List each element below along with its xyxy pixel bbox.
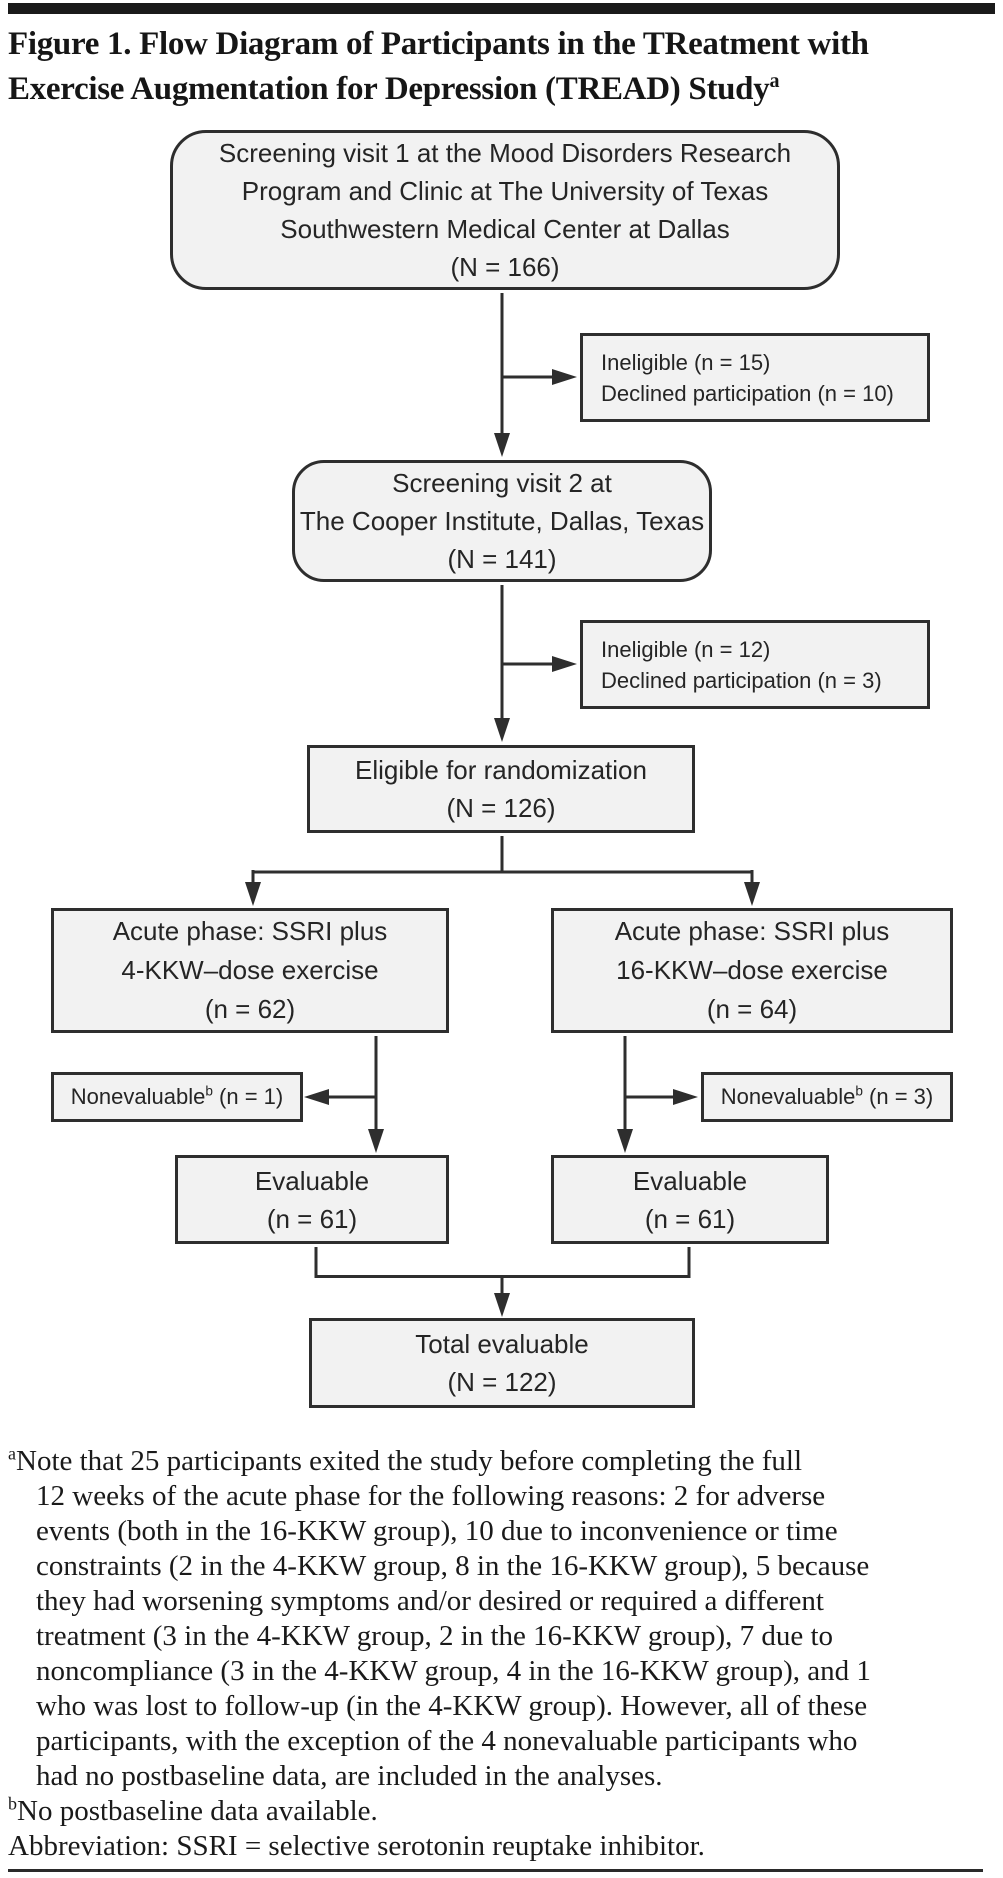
node-exclusion-1: Ineligible (n = 15) Declined participati… xyxy=(580,333,930,422)
node-screening-visit-1-label: Screening visit 1 at the Mood Disorders … xyxy=(218,138,792,282)
footnote-a-line: aNote that 25 participants exited the st… xyxy=(8,1443,803,1477)
footnotes: aNote that 25 participants exited the st… xyxy=(8,1444,996,1864)
figure-title-line1: Figure 1. Flow Diagram of Participants i… xyxy=(8,26,869,62)
node-nonevaluable-right: Nonevaluableb (n = 3) xyxy=(701,1072,953,1122)
figure-title: Figure 1. Flow Diagram of Participants i… xyxy=(8,22,998,112)
figure-title-line2: Exercise Augmentation for Depression (TR… xyxy=(8,70,780,107)
node-nonevaluable-left-label: Nonevaluableb (n = 1) xyxy=(70,1083,284,1109)
abbreviation-line: Abbreviation: SSRI = selective serotonin… xyxy=(8,1830,705,1862)
footnote-a-line: treatment (3 in the 4-KKW group, 2 in th… xyxy=(36,1620,834,1652)
node-evaluable-right-label: Evaluable (n = 61) xyxy=(632,1165,748,1234)
footnote-b-line: bNo postbaseline data available. xyxy=(8,1793,378,1827)
node-exclusion-2-label: Ineligible (n = 12) Declined participati… xyxy=(601,636,882,693)
node-evaluable-right: Evaluable (n = 61) xyxy=(551,1155,829,1244)
node-screening-visit-2: Screening visit 2 at The Cooper Institut… xyxy=(292,460,712,582)
node-screening-visit-1: Screening visit 1 at the Mood Disorders … xyxy=(170,130,840,290)
footnote-a-line: constraints (2 in the 4-KKW group, 8 in … xyxy=(36,1550,870,1582)
node-exclusion-2: Ineligible (n = 12) Declined participati… xyxy=(580,620,930,709)
node-nonevaluable-right-label: Nonevaluableb (n = 3) xyxy=(720,1083,934,1109)
nonevaluable-right-footnote-marker: b xyxy=(855,1083,863,1099)
footnote-a-line: noncompliance (3 in the 4-KKW group, 4 i… xyxy=(36,1655,871,1687)
connector-branch-exclusion1 xyxy=(502,369,577,385)
footnote-a-line: had no postbaseline data, are included i… xyxy=(36,1760,663,1792)
title-footnote-marker: a xyxy=(769,70,780,92)
node-eligible-label: Eligible for randomization (N = 126) xyxy=(355,755,647,823)
footnote-b-marker: b xyxy=(8,1793,17,1814)
node-evaluable-left-label: Evaluable (n = 61) xyxy=(254,1165,370,1234)
node-acute-4kkw-label: Acute phase: SSRI plus 4-KKW–dose exerci… xyxy=(112,916,388,1024)
bottom-rule xyxy=(8,1869,983,1872)
connector-screening2-eligible xyxy=(494,585,510,742)
footnote-a-line: events (both in the 16-KKW group), 10 du… xyxy=(36,1515,838,1547)
node-acute-16kkw: Acute phase: SSRI plus 16-KKW–dose exerc… xyxy=(551,908,953,1033)
connector-acuteleft-evaluableleft xyxy=(304,1036,384,1153)
node-acute-16kkw-label: Acute phase: SSRI plus 16-KKW–dose exerc… xyxy=(614,916,890,1024)
footnote-a-line: participants, with the exception of the … xyxy=(36,1725,858,1757)
footnote-a-marker: a xyxy=(8,1443,16,1464)
footnote-a-line: who was lost to follow-up (in the 4-KKW … xyxy=(36,1690,868,1722)
footnote-a-line: 12 weeks of the acute phase for the foll… xyxy=(36,1480,826,1512)
footnote-a-line: they had worsening symptoms and/or desir… xyxy=(36,1585,824,1617)
connector-evaluables-total xyxy=(314,1247,691,1317)
connector-randomization-split xyxy=(245,836,760,906)
node-nonevaluable-left: Nonevaluableb (n = 1) xyxy=(51,1072,303,1122)
node-screening-visit-2-label: Screening visit 2 at The Cooper Institut… xyxy=(299,468,705,574)
nonevaluable-left-footnote-marker: b xyxy=(205,1083,213,1099)
connector-screening1-screening2 xyxy=(494,293,510,457)
connector-branch-exclusion2 xyxy=(502,656,577,672)
top-rule xyxy=(8,3,995,14)
node-total-evaluable-label: Total evaluable (N = 122) xyxy=(415,1329,589,1397)
connector-acuteright-evaluableright xyxy=(617,1036,698,1153)
node-eligible: Eligible for randomization (N = 126) xyxy=(307,745,695,833)
node-acute-4kkw: Acute phase: SSRI plus 4-KKW–dose exerci… xyxy=(51,908,449,1033)
node-exclusion-1-label: Ineligible (n = 15) Declined participati… xyxy=(601,349,894,406)
node-total-evaluable: Total evaluable (N = 122) xyxy=(309,1318,695,1408)
node-evaluable-left: Evaluable (n = 61) xyxy=(175,1155,449,1244)
